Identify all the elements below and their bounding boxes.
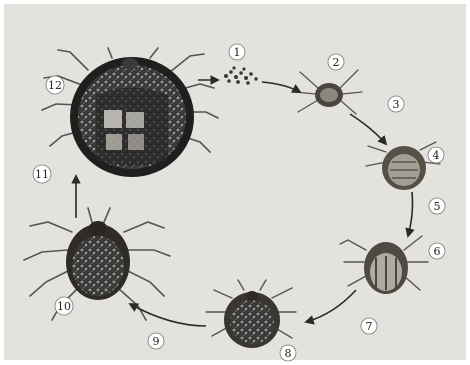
stage-label-8: 8 — [280, 345, 296, 361]
svg-text:9: 9 — [153, 335, 160, 348]
stage-label-3: 3 — [388, 96, 404, 112]
stage-label-9: 9 — [148, 333, 164, 349]
svg-text:4: 4 — [433, 149, 440, 162]
stage-label-12: 12 — [46, 76, 64, 94]
svg-text:12: 12 — [48, 79, 62, 92]
stage-label-7: 7 — [361, 318, 377, 334]
stage-label-2: 2 — [328, 54, 344, 70]
stage-label-1: 1 — [229, 44, 245, 60]
svg-text:8: 8 — [285, 347, 292, 360]
svg-text:7: 7 — [366, 320, 373, 333]
stage-label-10: 10 — [55, 297, 73, 315]
stage-label-6: 6 — [429, 243, 445, 259]
stage-label-11: 11 — [33, 165, 51, 183]
svg-text:2: 2 — [333, 56, 340, 69]
svg-text:6: 6 — [434, 245, 441, 258]
svg-text:1: 1 — [234, 46, 241, 59]
stage-label-5: 5 — [429, 198, 445, 214]
svg-text:3: 3 — [393, 98, 400, 111]
stage-label-4: 4 — [428, 147, 444, 163]
svg-text:5: 5 — [434, 200, 441, 213]
svg-text:11: 11 — [35, 168, 49, 181]
svg-text:10: 10 — [57, 300, 71, 313]
